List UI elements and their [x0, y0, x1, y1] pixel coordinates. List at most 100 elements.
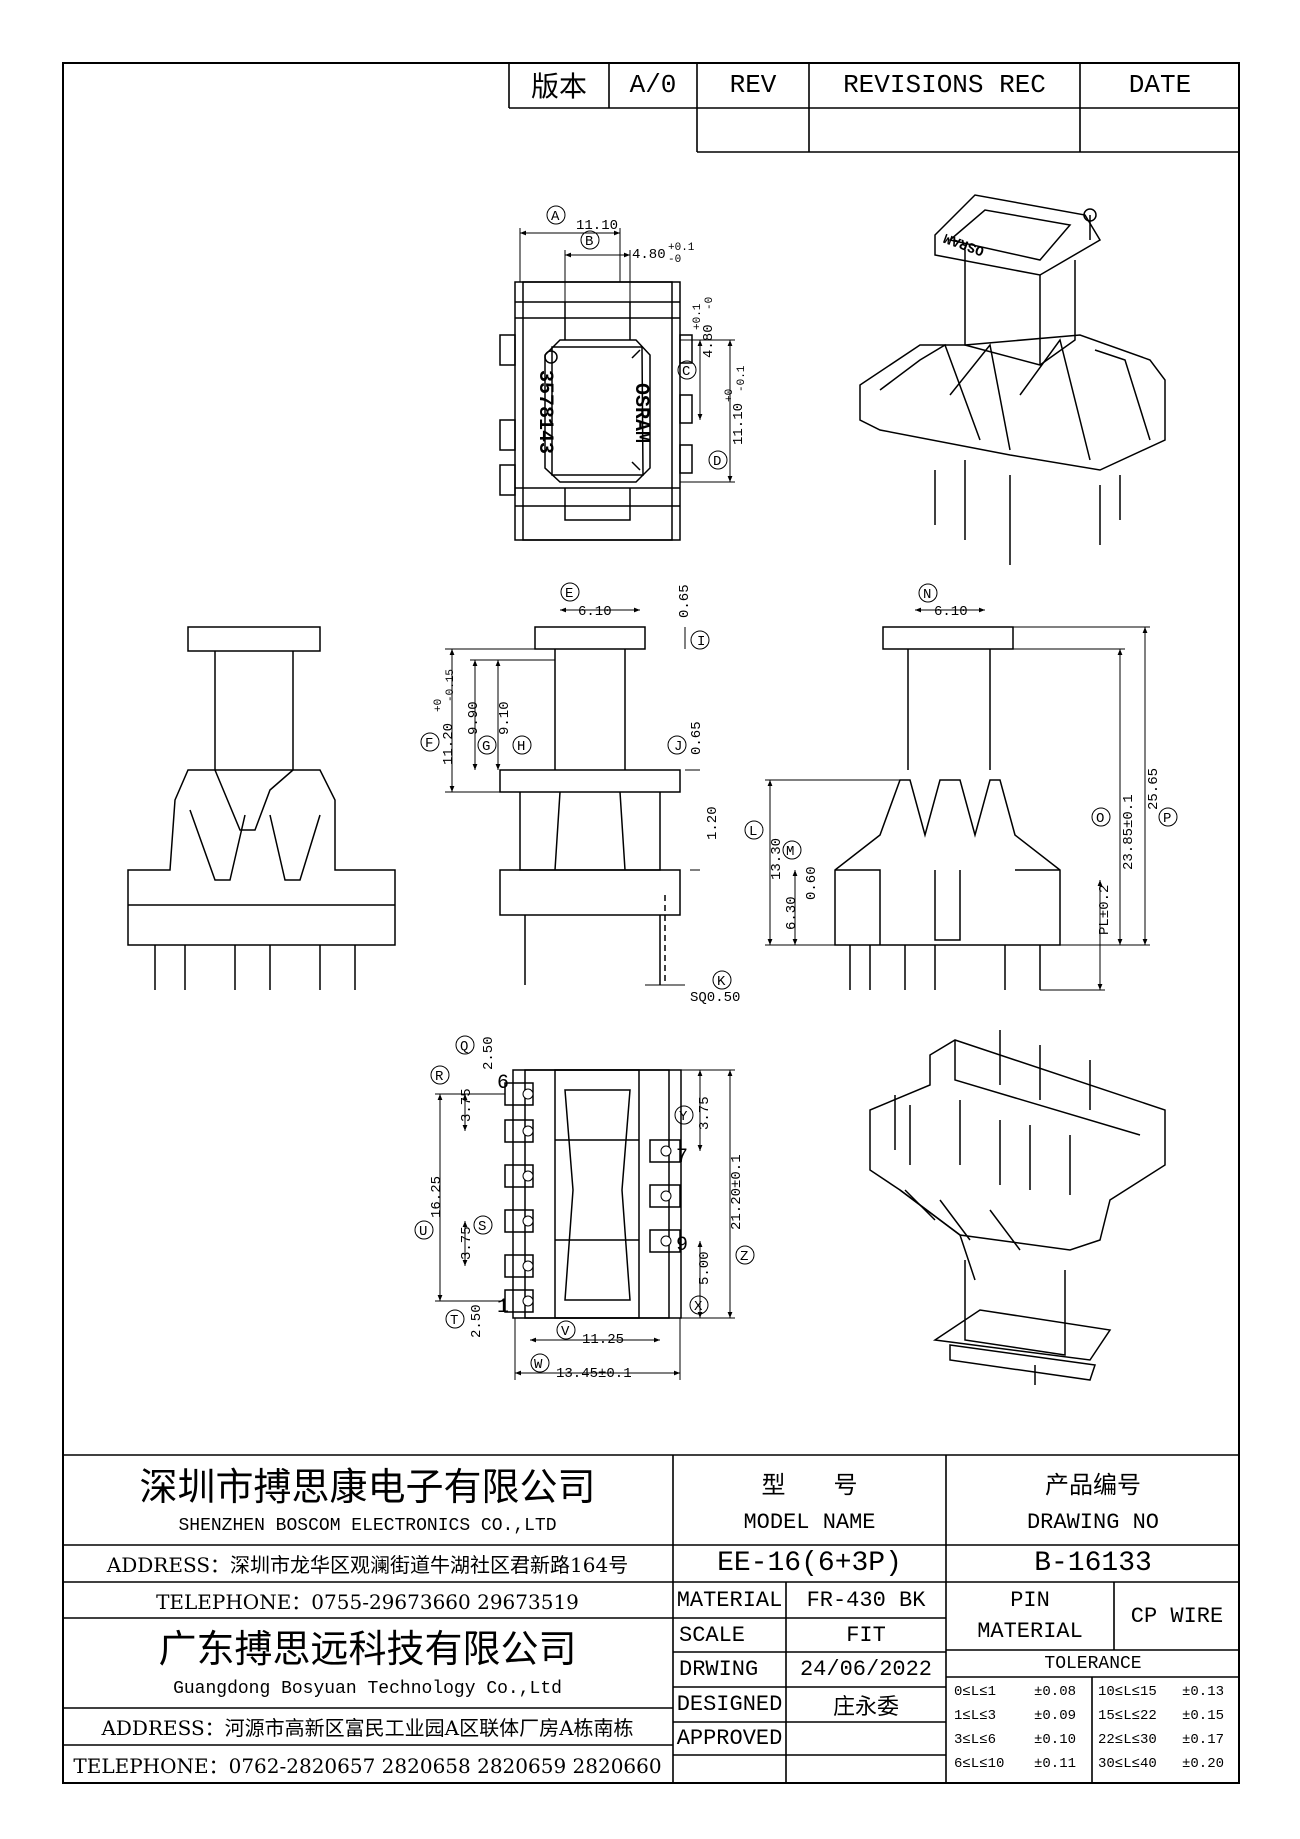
- label-B: [580, 230, 600, 250]
- version-label: 版本: [530, 70, 587, 103]
- title-block-lines: [62, 1454, 1240, 1784]
- label-R: [430, 1065, 450, 1085]
- svg-text:I: I: [697, 634, 705, 650]
- svg-text:R: R: [435, 1069, 444, 1085]
- label-T: [445, 1309, 465, 1329]
- pin-material-label: MATERIAL: [977, 1618, 1083, 1644]
- svg-text:B: B: [585, 234, 593, 250]
- dim-T: 2.50: [469, 1304, 485, 1338]
- left-view: [127, 626, 396, 990]
- svg-text:T: T: [450, 1313, 458, 1329]
- svg-text:C: C: [682, 364, 690, 380]
- dim-L: 13.30: [769, 838, 785, 880]
- svg-text:N: N: [923, 587, 931, 603]
- svg-text:A: A: [551, 209, 560, 225]
- dim-E: 6.10: [578, 604, 612, 620]
- label-Y: [674, 1105, 694, 1125]
- svg-text:Z: Z: [740, 1249, 748, 1265]
- label-E: [560, 582, 580, 602]
- pin-9-label: 9: [676, 1234, 688, 1257]
- svg-text:O: O: [1096, 811, 1104, 827]
- svg-text:J: J: [674, 739, 682, 755]
- dim-G: 9.90: [466, 701, 482, 735]
- label-O: [1091, 807, 1111, 827]
- drawing-no-cn: 产品编号: [1045, 1470, 1141, 1499]
- dim-V: 11.25: [582, 1332, 624, 1348]
- dim-W: 13.45±0.1: [556, 1366, 632, 1382]
- material-label: MATERIAL: [676, 1587, 783, 1613]
- dim-PL: PL±0.2: [1097, 885, 1113, 935]
- dim-J: 0.65: [689, 721, 705, 755]
- svg-text:Y: Y: [679, 1109, 688, 1125]
- top-view: [499, 281, 693, 541]
- label-W: [530, 1353, 550, 1373]
- dim-Z: 21.20±0.1: [729, 1154, 745, 1230]
- dim-Y: 3.75: [697, 1096, 713, 1130]
- label-D: [708, 450, 728, 470]
- svg-text:U: U: [419, 1224, 427, 1240]
- drawing-date-value: 24/06/2022: [799, 1657, 933, 1682]
- pin-material-value: CP WIRE: [1130, 1603, 1224, 1629]
- drawing-no-value: B-16133: [1034, 1548, 1152, 1579]
- address-line-1: ADDRESS：深圳市龙华区观澜街道牛湖社区君新路164号: [106, 1553, 629, 1577]
- dim-F-tol-plus: +0: [433, 699, 445, 712]
- dim-B-tol-plus: +0.1: [668, 242, 695, 254]
- svg-text:W: W: [534, 1357, 543, 1373]
- dim-H: 9.10: [497, 701, 513, 735]
- svg-text:H: H: [517, 739, 525, 755]
- approved-value: [786, 1722, 946, 1755]
- dim-C-tol-minus: -0: [704, 297, 716, 310]
- designed-label: DESIGNED: [676, 1692, 783, 1717]
- label-K: [712, 970, 732, 990]
- dim-O: 23.85±0.1: [1121, 794, 1137, 870]
- tolerance-row: 3≤L≤6 ±0.10 22≤L≤30 ±0.17: [954, 1732, 1225, 1748]
- label-A: [546, 205, 566, 225]
- dim-R: 3.75: [459, 1088, 475, 1122]
- dim-M2: 0.60: [804, 866, 820, 900]
- svg-text:X: X: [694, 1299, 703, 1315]
- dim-B-tol-minus: -0: [668, 254, 681, 266]
- dim-N: 6.10: [934, 604, 968, 620]
- label-G: [477, 735, 497, 755]
- dim-Q: 2.50: [481, 1036, 497, 1070]
- dim-X: 5.00: [697, 1251, 713, 1285]
- label-L: [744, 820, 764, 840]
- dim-D-tol: +0: [724, 389, 736, 402]
- dim-D-tol-minus: -0.1: [736, 365, 748, 392]
- label-S: [473, 1215, 493, 1235]
- material-value: FR-430 BK: [806, 1587, 926, 1613]
- pin-7-label: 7: [676, 1146, 688, 1169]
- dim-C: 4.80: [701, 324, 717, 358]
- svg-text:M: M: [786, 844, 794, 860]
- isometric-view-top: [859, 194, 1166, 565]
- label-C: [677, 360, 697, 380]
- isometric-view-bottom: [869, 1030, 1166, 1385]
- iso-osram-text: OSRAM: [942, 229, 987, 258]
- svg-text:D: D: [713, 454, 721, 470]
- dim-I: 0.65: [677, 584, 693, 618]
- dim-D: 11.10: [731, 403, 747, 445]
- label-H: [512, 735, 532, 755]
- svg-text:E: E: [565, 586, 573, 602]
- part-number-text: 3578143: [533, 370, 556, 454]
- revisions-rec-header: REVISIONS REC: [843, 70, 1046, 100]
- dim-C-tol: +0.1: [692, 303, 704, 330]
- tolerance-row: 0≤L≤1 ±0.08 10≤L≤15 ±0.13: [954, 1684, 1225, 1700]
- drawing-date-label: DRWING: [679, 1657, 759, 1682]
- approved-label: APPROVED: [676, 1726, 783, 1751]
- svg-text:S: S: [478, 1219, 486, 1235]
- label-M: [782, 840, 802, 860]
- svg-text:V: V: [561, 1324, 570, 1340]
- scale-value: FIT: [846, 1622, 886, 1648]
- dim-F: 11.20: [441, 723, 457, 765]
- drawing-no-en: DRAWING NO: [1026, 1509, 1160, 1535]
- dim-K: SQ0.50: [690, 990, 740, 1006]
- label-F: [420, 732, 440, 752]
- label-Z: [735, 1245, 755, 1265]
- dim-A: 11.10: [576, 218, 618, 234]
- pin-6-label: 6: [497, 1072, 509, 1095]
- designed-value: 庄永委: [832, 1694, 899, 1720]
- model-name-en: MODEL NAME: [743, 1509, 876, 1535]
- tolerance-table: 0≤L≤1 ±0.08 10≤L≤15 ±0.13 1≤L≤3 ±0.09 15…: [946, 1680, 1240, 1784]
- drawing-frame: [62, 62, 1240, 1784]
